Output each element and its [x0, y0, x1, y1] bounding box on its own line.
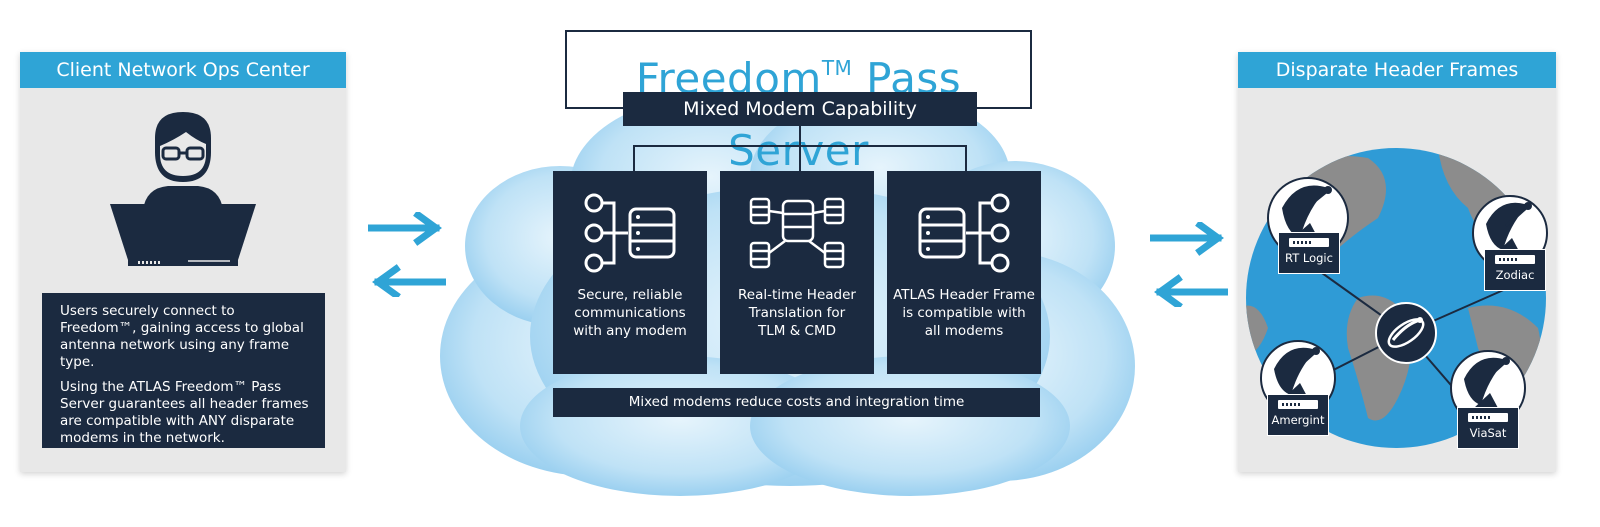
modem-device-icon	[1495, 255, 1535, 264]
client-network-ops-panel: Client Network Ops Center Users securely…	[20, 52, 346, 472]
modem-name: Amergint	[1271, 413, 1325, 427]
right-bidirectional-arrows-icon	[1150, 222, 1228, 307]
feature-line: is compatible with	[902, 305, 1026, 321]
disparate-header-frames-panel: Disparate Header Frames	[1238, 52, 1556, 472]
operator-at-laptop-icon	[110, 112, 256, 266]
feature-line: all modems	[924, 323, 1004, 339]
left-panel-title: Client Network Ops Center	[20, 52, 346, 88]
left-bidirectional-arrows-icon	[368, 212, 446, 297]
feature-line: with any modem	[573, 323, 687, 339]
feature-line: Real-time Header	[738, 287, 856, 303]
right-panel-title: Disparate Header Frames	[1238, 52, 1556, 88]
feature-connector-lines	[633, 126, 967, 172]
modem-device-icon	[1278, 400, 1318, 409]
feature-line: communications	[574, 305, 686, 321]
feature-line: Translation for	[748, 305, 846, 321]
feature-box-translation: Real-time Header Translation for TLM & C…	[720, 171, 874, 374]
modem-label-viasat: ViaSat	[1457, 407, 1519, 449]
network-globe-diagram	[1246, 148, 1548, 448]
modem-device-icon	[1468, 413, 1508, 422]
feature-line: TLM & CMD	[758, 323, 836, 339]
network-database-icon	[584, 193, 676, 273]
feature-line: Secure, reliable	[577, 287, 683, 303]
feature-text-translation: Real-time Header Translation for TLM & C…	[724, 286, 870, 340]
title-trademark: TM	[821, 56, 853, 80]
modem-label-zodiac: Zodiac	[1484, 249, 1546, 291]
modem-device-icon	[1289, 238, 1329, 247]
database-cluster-icon	[749, 197, 845, 269]
feature-text-secure: Secure, reliable communications with any…	[557, 286, 703, 340]
modem-name: ViaSat	[1469, 426, 1507, 440]
info-paragraph-2: Using the ATLAS Freedom™ Pass Server gua…	[60, 379, 309, 446]
info-paragraph-1: Users securely connect to Freedom™, gain…	[60, 303, 304, 370]
satellite-dish-icon	[1450, 350, 1526, 426]
feature-line: ATLAS Header Frame	[893, 287, 1035, 303]
mixed-modems-bottom-bar: Mixed modems reduce costs and integratio…	[553, 388, 1040, 417]
modem-label-rt-logic: RT Logic	[1278, 232, 1340, 274]
feature-box-atlas-header: ATLAS Header Frame is compatible with al…	[887, 171, 1041, 374]
modem-name: RT Logic	[1285, 251, 1333, 265]
modem-label-amergint: Amergint	[1267, 394, 1329, 436]
modem-name: Zodiac	[1495, 268, 1535, 282]
feature-text-atlas-header: ATLAS Header Frame is compatible with al…	[891, 286, 1037, 340]
mixed-modem-capability-bar: Mixed Modem Capability	[623, 92, 977, 126]
feature-box-secure: Secure, reliable communications with any…	[553, 171, 707, 374]
database-network-icon	[918, 193, 1010, 273]
atlas-hub-icon	[1375, 302, 1437, 364]
left-info-box: Users securely connect to Freedom™, gain…	[42, 293, 325, 448]
